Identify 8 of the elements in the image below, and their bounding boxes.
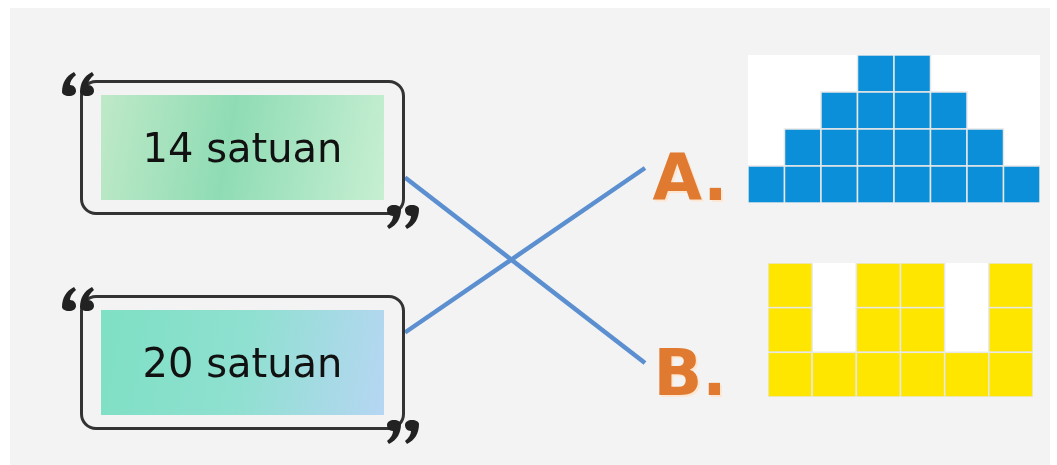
block-figure-drawing [768,263,1033,397]
quote-box: 14 satuan [80,80,405,215]
quote-box: 20 satuan [80,295,405,430]
option-letter: A. [645,138,735,218]
block-figure-drawing [748,55,1040,203]
matching-line [403,166,647,335]
matching-line [403,175,647,365]
option-letter: B. [645,333,735,413]
